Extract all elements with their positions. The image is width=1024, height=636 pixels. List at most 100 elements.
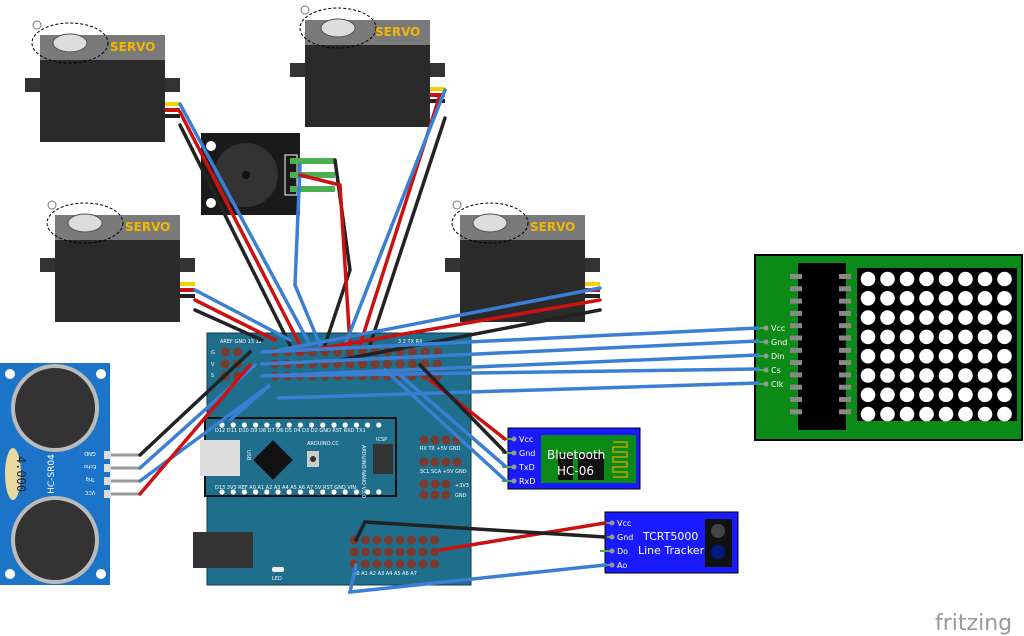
wire: [193, 298, 277, 342]
led-dot: [880, 310, 895, 325]
crystal-label: 4.000: [14, 456, 28, 492]
wire: [293, 163, 322, 347]
line_tracker-pin-label: Do: [617, 547, 628, 556]
led-dot: [919, 406, 934, 422]
led-dot: [880, 387, 895, 403]
led: [272, 567, 284, 572]
bluetooth-pin-label: Vcc: [519, 435, 533, 444]
analog-pin: [395, 547, 405, 557]
led-dot: [899, 387, 915, 403]
chip-pin: [839, 274, 851, 279]
servo-3: SERVO: [40, 200, 195, 322]
analog-pin: [395, 559, 405, 569]
row-label-v: V: [211, 362, 215, 368]
matrix-pin-label: Din: [771, 352, 784, 361]
wire: [298, 173, 352, 347]
chip-pin: [790, 397, 802, 402]
matrix-pin-label: Cs: [771, 366, 781, 375]
right-labels-3: +3V3: [455, 483, 469, 489]
analog-pin: [372, 559, 382, 569]
header-pin: [408, 347, 417, 357]
header-pin: [433, 359, 442, 369]
wire: [268, 286, 602, 354]
right-labels-1: RX TX +5V GND: [420, 446, 461, 452]
led-dot: [958, 368, 973, 383]
led-dot: [938, 406, 954, 422]
analog-pin: [384, 535, 393, 545]
servo-1: SERVO: [25, 20, 180, 142]
led-dot: [880, 329, 895, 345]
wire: [343, 88, 447, 347]
nano-pin: [230, 422, 236, 428]
aux-pin: [419, 479, 429, 489]
led-dot: [997, 348, 1012, 364]
led-dot: [938, 291, 954, 306]
led-dot: [938, 310, 954, 325]
led-dot: [919, 271, 934, 287]
led-dot: [860, 291, 876, 306]
led-dot: [899, 329, 915, 345]
aux-pin: [430, 479, 440, 489]
led-dot: [899, 271, 915, 287]
nano-pin: [230, 489, 236, 495]
ultrasonic-model: HC-SR04: [47, 454, 57, 494]
wire: [338, 308, 602, 362]
analog-pin: [430, 535, 439, 545]
led-dot: [958, 387, 973, 403]
aux-pin: [419, 435, 429, 445]
nano-pin: [320, 422, 326, 428]
analog-pin: [430, 547, 439, 557]
servo-label: SERVO: [125, 220, 170, 234]
led-dot: [899, 406, 915, 422]
led-dot: [977, 310, 993, 325]
line_tracker-pin-label: Ao: [617, 561, 627, 570]
matrix-pin-label: Vcc: [771, 324, 785, 333]
header-pin: [233, 347, 242, 357]
nano-pin: [353, 422, 359, 428]
wire: [438, 521, 607, 552]
bluetooth-pin-label: RxD: [519, 477, 535, 486]
led-dot: [880, 348, 895, 364]
led-dot: [977, 271, 993, 287]
nano-pin: [219, 489, 225, 495]
analog-pin: [349, 547, 359, 557]
row-label-g: G: [211, 350, 215, 356]
chip-pin: [839, 286, 851, 292]
led-dot: [997, 310, 1012, 325]
analog-pin: [372, 535, 382, 545]
chip-pin: [839, 323, 851, 329]
nano-pin: [342, 422, 348, 428]
chip-pin: [839, 372, 851, 378]
led-dot: [997, 329, 1012, 345]
led-dot: [938, 329, 954, 345]
wire: [383, 368, 507, 482]
analog-pin: [407, 535, 416, 545]
dc-jack: [193, 532, 253, 568]
nano-pin: [275, 489, 281, 495]
led-dot: [977, 368, 993, 383]
nano-pin: [365, 489, 371, 495]
aux-pin: [430, 490, 440, 500]
header-pin: [383, 359, 392, 369]
analog-pin: [407, 547, 416, 557]
nano-pin: [286, 422, 292, 428]
wire: [298, 298, 602, 354]
nano-brand: ARDUINO.CC: [307, 441, 339, 447]
servo-2: SERVO: [290, 5, 445, 127]
wire: [178, 110, 302, 347]
led-dot: [977, 291, 993, 306]
fritzing-logo: fritzing: [935, 611, 1012, 636]
usb-connector[interactable]: [200, 440, 240, 476]
wire: [193, 288, 292, 342]
chip-pin: [790, 323, 802, 329]
header-pin: [220, 359, 230, 369]
nano-pin: [309, 422, 315, 428]
nano-shield: AREF GND 13 12 3 2 TX RX G V S RX TX +5V…: [193, 332, 472, 586]
led-dot: [899, 291, 915, 306]
chip-pin: [790, 335, 802, 341]
chip-pin: [790, 298, 802, 304]
buzzer-module: [201, 133, 335, 215]
bt-model: HC-06: [557, 464, 594, 478]
servo-label: SERVO: [375, 25, 420, 39]
chip-pin: [790, 286, 802, 292]
